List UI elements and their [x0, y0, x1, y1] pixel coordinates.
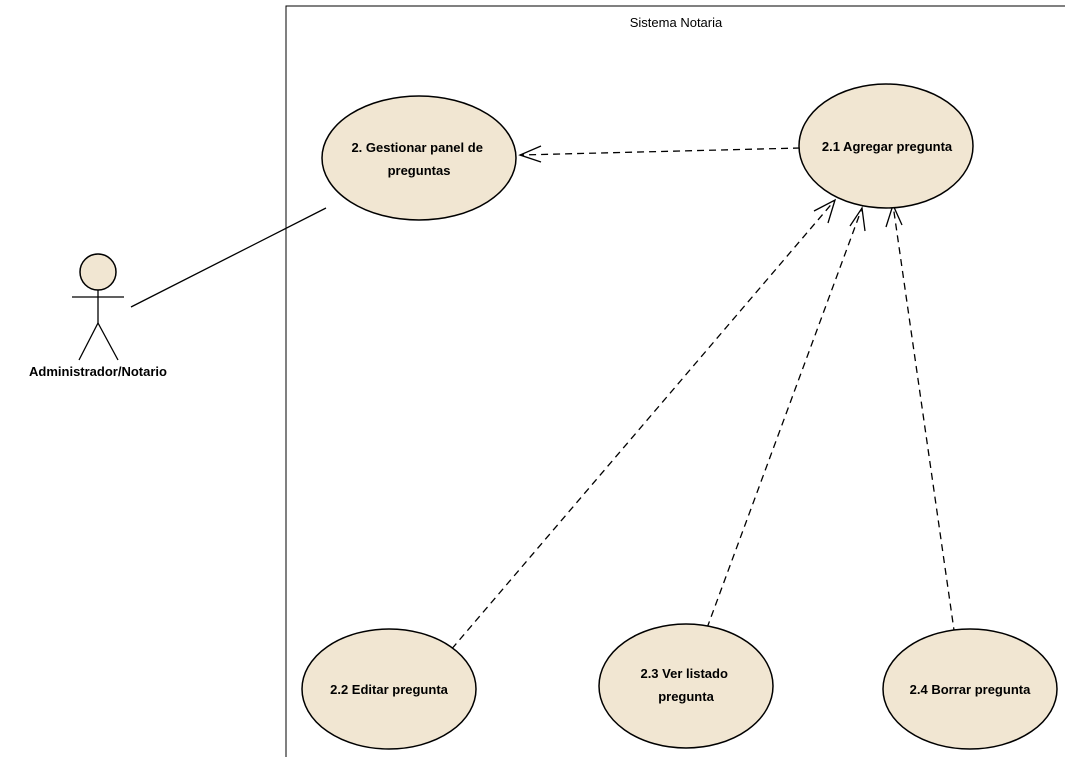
system-boundary-frame: [285, 5, 1065, 757]
use-case-label-line: 2.1 Agregar pregunta: [822, 139, 953, 154]
use-case-label: 2. Gestionar panel de preguntas: [351, 140, 486, 178]
use-case-label-line: 2.2 Editar pregunta: [330, 682, 449, 697]
use-case-label: 2.1 Agregar pregunta: [822, 139, 953, 154]
use-case-borrar-pregunta[interactable]: 2.4 Borrar pregunta: [882, 628, 1058, 750]
use-case-label: 2.2 Editar pregunta: [330, 682, 449, 697]
dependency-ver-agregar: [706, 206, 866, 629]
dependency-line: [706, 207, 863, 629]
actor-head: [79, 253, 117, 291]
use-case-label-line: preguntas: [388, 163, 451, 178]
use-case-ver-listado[interactable]: 2.3 Ver listado pregunta: [598, 623, 774, 749]
dependency-line: [519, 147, 801, 156]
use-case-agregar-pregunta[interactable]: 2.1 Agregar pregunta: [798, 83, 974, 209]
association-actor-gestionar: [130, 207, 327, 308]
use-case-label-line: 2.4 Borrar pregunta: [910, 682, 1031, 697]
use-case-ellipse: [882, 628, 1058, 750]
use-case-label-line: 2.3 Ver listado: [640, 666, 727, 681]
dependency-arrowhead: [813, 198, 837, 224]
use-case-label-line: 2. Gestionar panel de: [351, 140, 483, 155]
actor-name: Administrador/Notario: [29, 364, 167, 379]
use-case-ellipse: [321, 95, 517, 221]
dependency-agregar-gestionar: [518, 145, 801, 163]
use-case-gestionar-panel[interactable]: 2. Gestionar panel de preguntas: [321, 95, 517, 221]
use-case-label-line: pregunta: [658, 689, 714, 704]
actor-left-leg: [78, 322, 99, 361]
system-name: Sistema Notaria: [630, 15, 723, 30]
use-case-editar-pregunta[interactable]: 2.2 Editar pregunta: [301, 628, 477, 750]
dependency-arrowhead: [518, 145, 542, 163]
use-case-ellipse: [301, 628, 477, 750]
use-case-label: 2.3 Ver listado pregunta: [640, 666, 731, 704]
dependency-line: [892, 204, 959, 659]
dependency-editar-agregar: [443, 198, 837, 659]
dependency-line: [443, 199, 836, 659]
use-case-ellipse: [598, 623, 774, 749]
actor-right-leg: [97, 322, 119, 361]
dependency-borrar-agregar: [885, 203, 959, 659]
use-case-ellipse: [798, 83, 974, 209]
dependency-arrowhead: [849, 206, 866, 232]
system-boundary[interactable]: Sistema Notaria: [285, 5, 1065, 757]
actor-administrador-notario[interactable]: Administrador/Notario: [29, 253, 167, 379]
use-case-label: 2.4 Borrar pregunta: [910, 682, 1031, 697]
